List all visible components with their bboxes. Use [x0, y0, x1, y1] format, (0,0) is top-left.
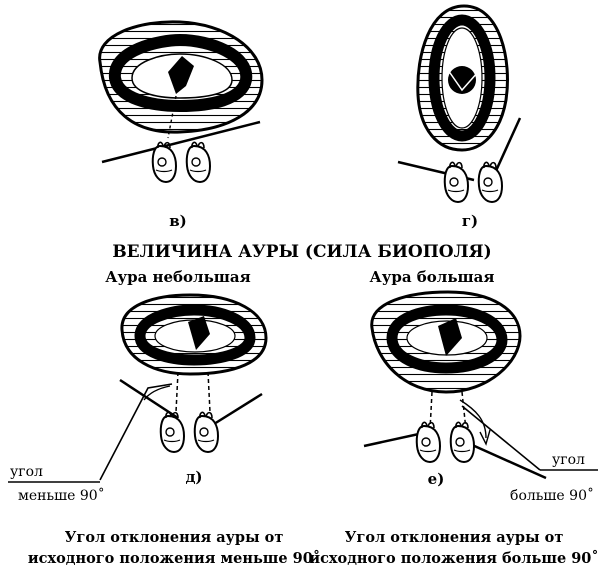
angle-value-d: меньше 90˚ — [18, 487, 105, 504]
hand-icon — [159, 411, 185, 453]
panel-v: в) — [98, 20, 264, 230]
hand-icon — [185, 141, 211, 183]
panel-label-e: е) — [428, 470, 445, 488]
aura-ring-d — [134, 304, 256, 366]
caption-left-line2: исходного положения меньше 90˚ — [28, 550, 320, 567]
caption-left-line1: Угол отклонения ауры от — [65, 529, 284, 546]
panel-label-d: д) — [185, 468, 202, 486]
hand-icon — [193, 411, 219, 453]
aura-ring-e — [386, 304, 508, 374]
panel-g: г) — [397, 4, 522, 230]
hand-icon — [449, 421, 475, 463]
angle-word-d: угол — [10, 464, 43, 480]
caption-right-line1: Угол отклонения ауры от — [345, 529, 564, 546]
caption-right-line2: исходного положения больше 90˚ — [309, 550, 598, 567]
subheading-left: Аура небольшая — [105, 268, 250, 286]
panel-label-g: г) — [462, 212, 478, 230]
angle-value-e: больше 90˚ — [510, 487, 594, 504]
hand-icon — [151, 141, 177, 183]
aura-ring-v — [109, 33, 253, 113]
subheading-right: Аура большая — [370, 268, 495, 286]
angle-word-e: угол — [552, 452, 585, 468]
hand-icon — [415, 421, 441, 463]
panel-label-v: в) — [169, 212, 187, 230]
panel-d: д) угол меньше 90˚ — [8, 293, 268, 504]
panel-e: е) угол больше 90˚ — [363, 290, 598, 504]
hand-icon — [443, 161, 469, 203]
hand-icon — [477, 161, 503, 203]
aura-ring-g — [428, 14, 496, 142]
section-heading: ВЕЛИЧИНА АУРЫ (СИЛА БИОПОЛЯ) — [112, 242, 491, 262]
